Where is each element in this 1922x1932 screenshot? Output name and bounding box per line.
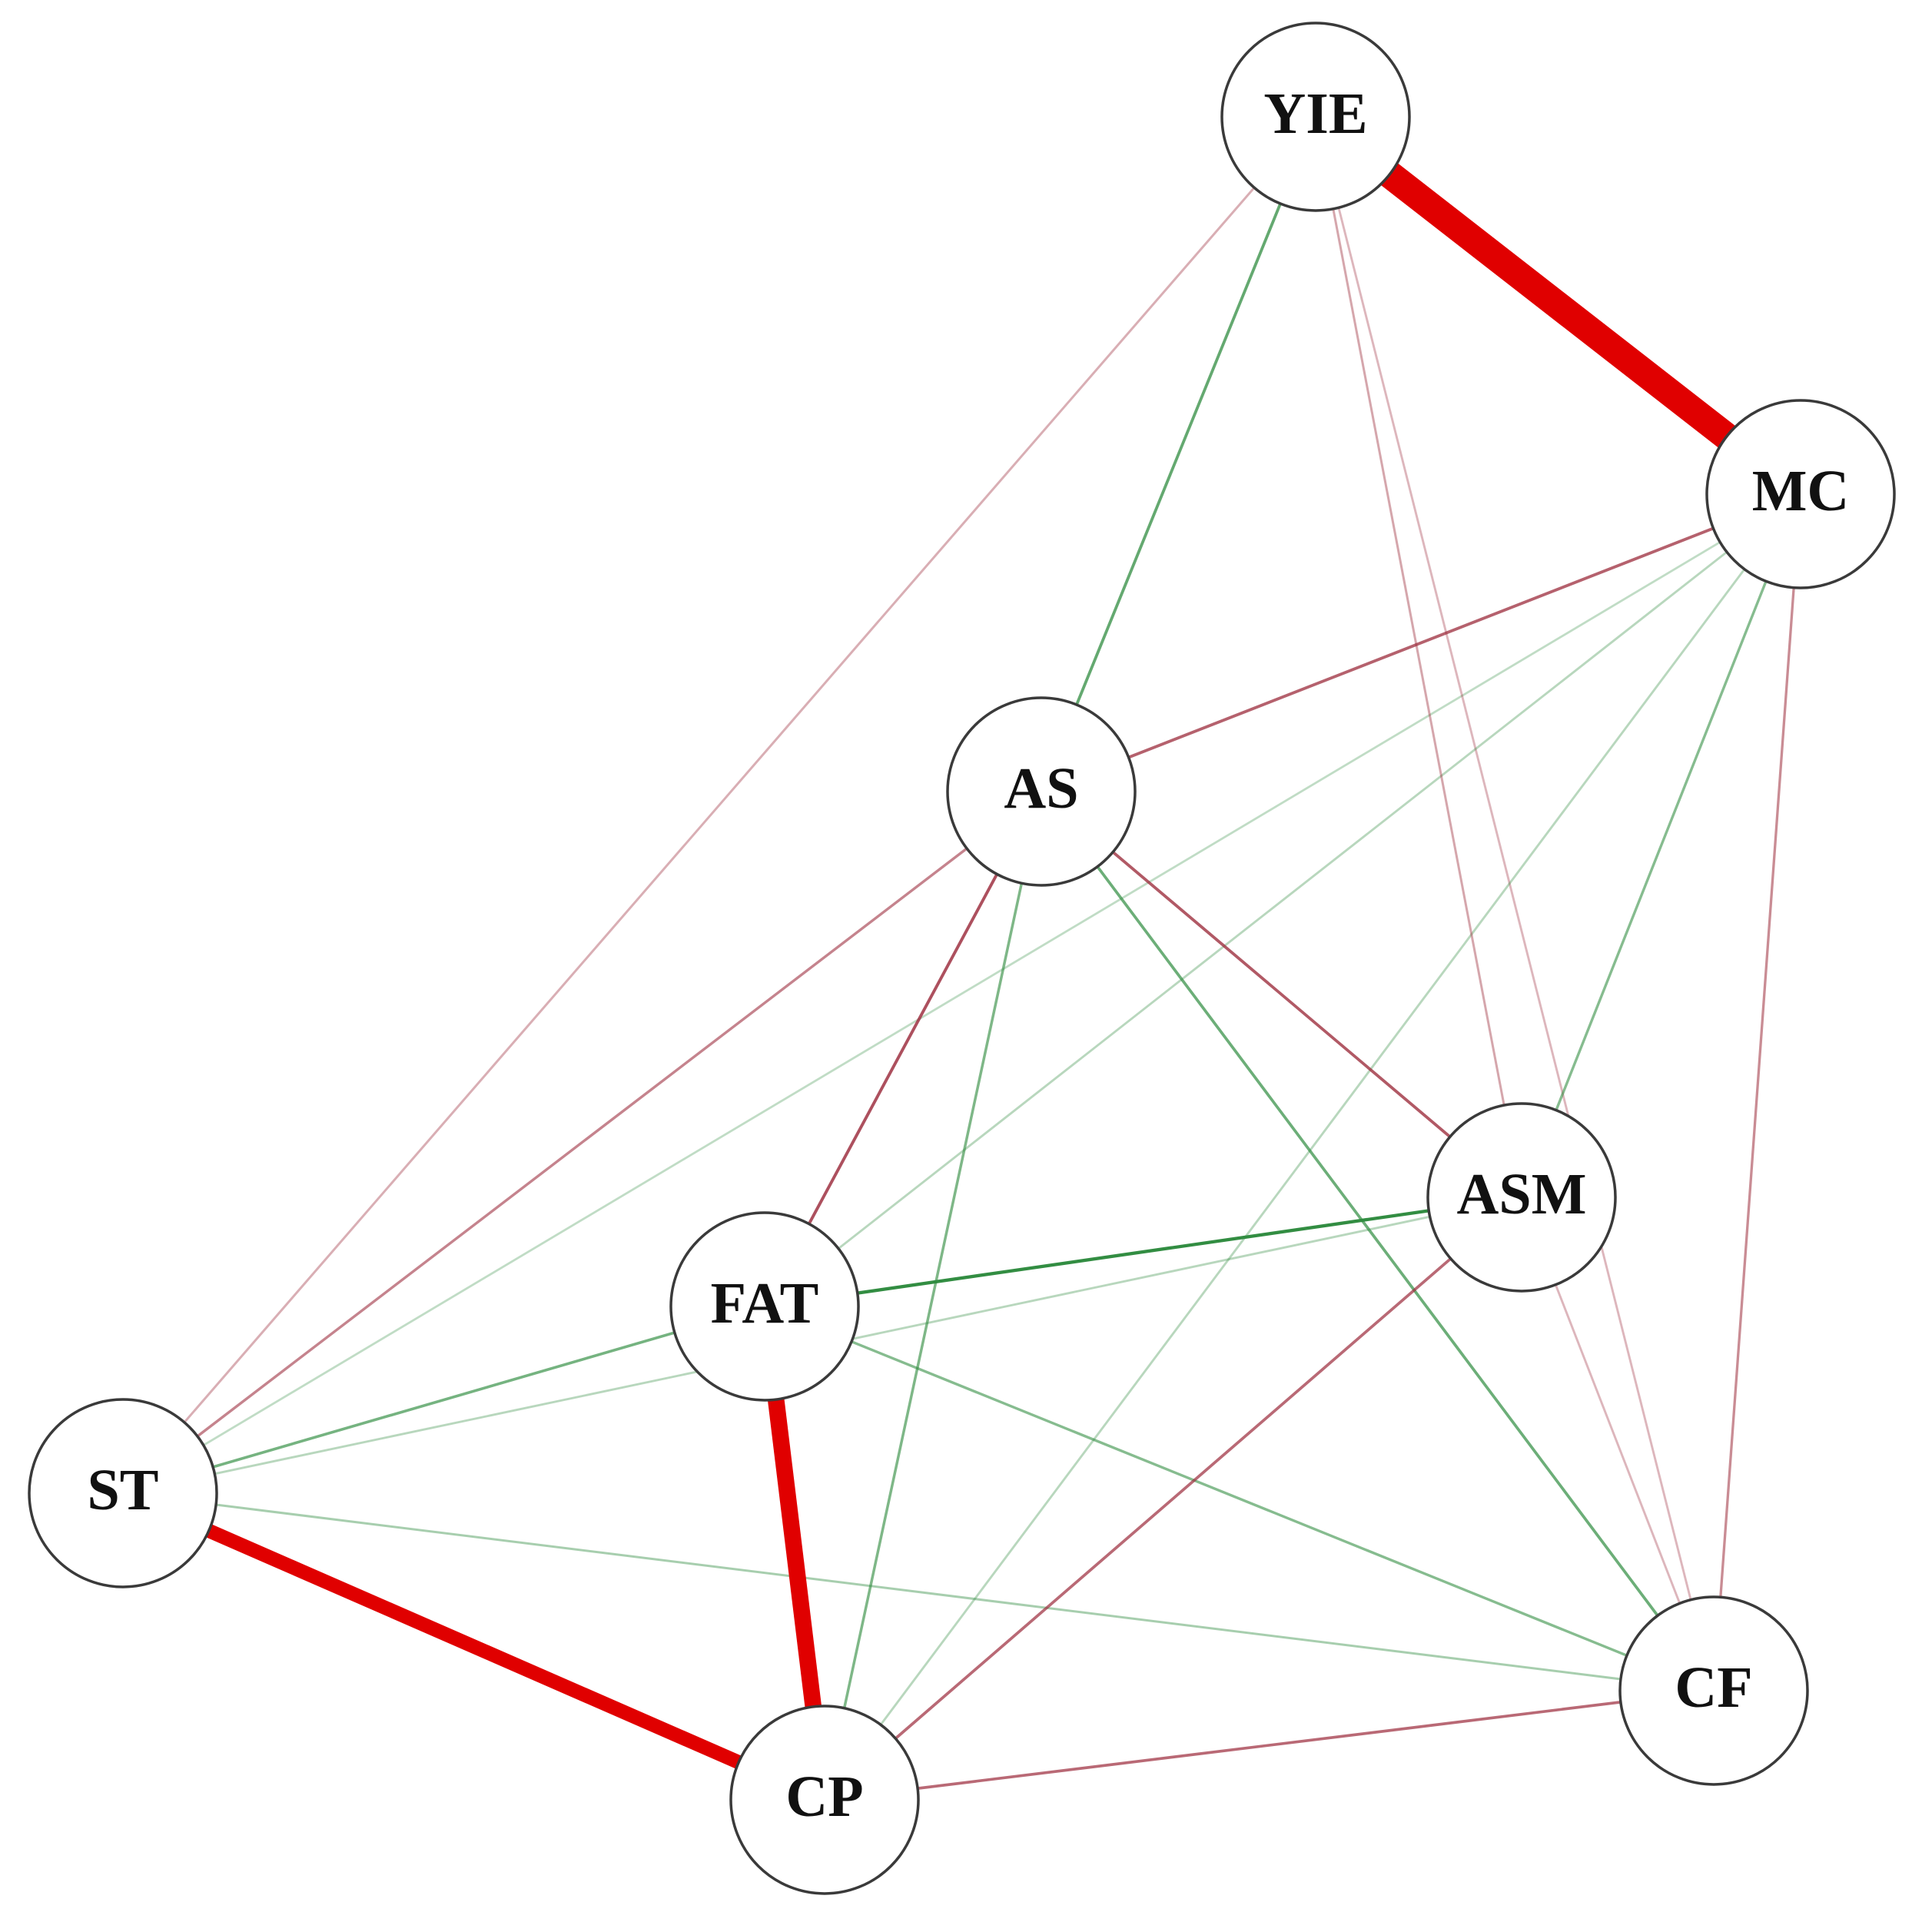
node-circle [1426,1102,1617,1293]
edge-yie-as [1040,116,1317,792]
node-circle [669,1211,860,1402]
node-mc: MC [1705,399,1896,589]
edge-yie-cf [1314,116,1715,1691]
node-label: YIE [1263,81,1367,146]
edge-mc-cf [1712,493,1802,1691]
node-fat: FAT [669,1211,860,1402]
edge-fat-cf [764,1305,1715,1692]
node-cp: CP [729,1705,920,1895]
nodes-layer: YIE MC AS ASM FAT ST CP CF [28,22,1896,1895]
edge-yie-mc [1306,105,1810,506]
edges-layer [120,105,1810,1807]
edge-st-cp [120,1486,828,1807]
edge-yie-asm [1314,116,1523,1198]
edge-as-cf [1040,790,1715,1692]
node-label: ST [88,1458,159,1522]
node-cf: CF [1618,1595,1809,1786]
node-circle [1705,399,1896,589]
edge-mc-asm [1520,493,1802,1198]
node-label: MC [1752,459,1850,523]
node-circle [1220,22,1411,212]
edge-asm-fat [764,1195,1522,1309]
edge-as-cp [823,791,1043,1801]
edge-as-asm [1040,790,1523,1199]
node-label: ASM [1457,1162,1587,1227]
node-asm: ASM [1426,1102,1617,1293]
edge-mc-as [1041,493,1801,793]
edge-st-cf [122,1492,1715,1692]
edge-mc-fat [764,493,1801,1308]
node-label: CP [785,1764,863,1829]
node-circle [1618,1595,1809,1786]
edge-asm-cp [823,1196,1523,1801]
node-st: ST [28,1398,218,1588]
edge-fat-st [122,1305,765,1495]
edge-mc-st [122,493,1801,1495]
node-yie: YIE [1220,22,1411,212]
edge-yie-st [121,116,1317,1494]
edge-as-fat [763,791,1043,1307]
node-circle [28,1398,218,1588]
edge-mc-cp [823,493,1802,1801]
node-label: FAT [711,1271,819,1336]
edge-cp-cf [824,1689,1715,1801]
node-label: AS [1004,756,1078,821]
edge-as-st [121,790,1043,1495]
node-circle [946,696,1137,887]
node-label: CF [1675,1655,1752,1720]
node-circle [729,1705,920,1895]
node-as: AS [946,696,1137,887]
